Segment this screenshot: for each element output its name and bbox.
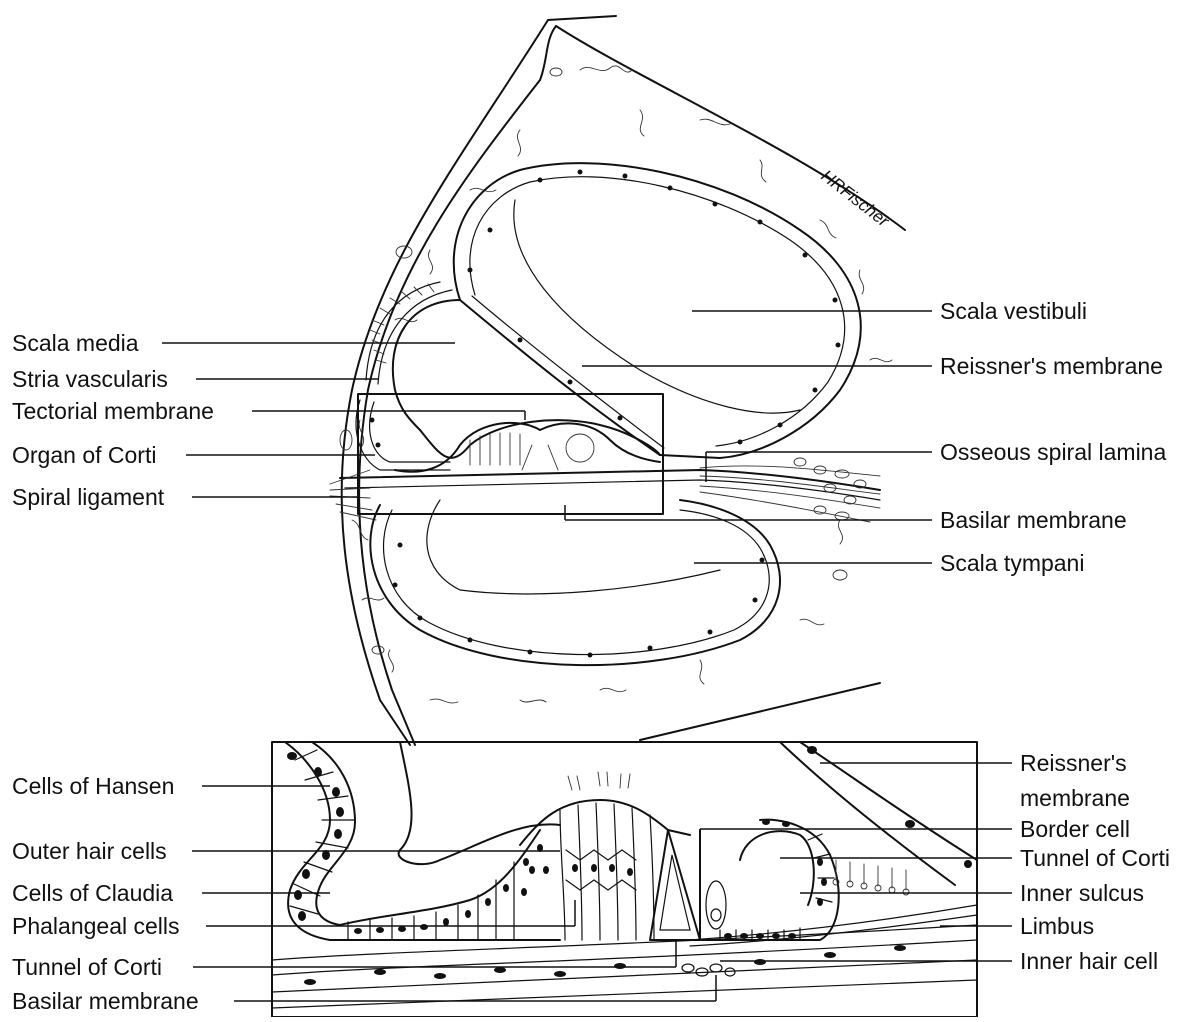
- label-stria-vascularis: Stria vascularis: [12, 366, 168, 392]
- label-phalangeal-cells: Phalangeal cells: [12, 913, 180, 939]
- label-reissners-membrane-inset-line1: Reissner's: [1020, 750, 1127, 776]
- label-border-cell: Border cell: [1020, 816, 1130, 842]
- inset-labels-left: Cells of Hansen Outer hair cells Cells o…: [12, 773, 199, 1014]
- inset-leader-lines: [192, 763, 1012, 1001]
- claudius-cell-nuclei: [354, 858, 529, 934]
- stria-vascularis-outline: [366, 282, 452, 384]
- reissners-membrane-line-2: [472, 296, 664, 448]
- label-scala-vestibuli: Scala vestibuli: [940, 298, 1087, 324]
- label-basilar-membrane-inset: Basilar membrane: [12, 988, 199, 1014]
- modiolus-boundary-lower: [640, 683, 880, 740]
- label-tectorial-membrane: Tectorial membrane: [12, 398, 214, 424]
- bony-capsule-outer: [342, 16, 616, 745]
- cochlear-duct-overview: [330, 16, 905, 745]
- top-labels-right: Scala vestibuli Reissner's membrane Osse…: [940, 298, 1166, 576]
- organ-of-corti-inset: [272, 742, 977, 1017]
- basilar-membrane-band: [340, 470, 880, 490]
- label-organ-of-corti: Organ of Corti: [12, 442, 156, 468]
- label-inner-hair-cell: Inner hair cell: [1020, 948, 1158, 974]
- organ-of-corti-dome: [520, 800, 690, 845]
- scala-tympani-wall: [370, 500, 780, 665]
- limbus-cells: [720, 834, 834, 940]
- label-tunnel-of-corti-left: Tunnel of Corti: [12, 954, 162, 980]
- hansen-cell-dividers: [290, 750, 354, 914]
- bone-texture: [340, 66, 892, 703]
- label-outer-hair-cells: Outer hair cells: [12, 838, 167, 864]
- label-cells-of-hansen: Cells of Hansen: [12, 773, 174, 799]
- bony-capsule-inner: [359, 26, 556, 745]
- label-basilar-membrane: Basilar membrane: [940, 507, 1127, 533]
- basilar-membrane-fibres-inset: [272, 905, 977, 1008]
- label-scala-media: Scala media: [12, 330, 139, 356]
- scala-vestibuli-inner-fold: [514, 200, 800, 413]
- inner-sulcus-cells: [833, 860, 909, 895]
- inner-sulcus-curve: [740, 831, 814, 905]
- inset-labels-right: Reissner's membrane Border cell Tunnel o…: [1020, 750, 1170, 974]
- claudius-cells-top: [340, 830, 540, 925]
- basilar-membrane-nuclei-inset: [304, 945, 906, 985]
- artist-signature: HRFischer: [818, 166, 894, 231]
- inner-hair-cell-shape: [706, 881, 726, 929]
- stria-vascularis-striations: [370, 284, 434, 363]
- label-limbus: Limbus: [1020, 913, 1094, 939]
- basilar-membrane-band-2: [345, 480, 880, 500]
- label-tunnel-of-corti-right: Tunnel of Corti: [1020, 845, 1170, 871]
- label-cells-of-claudia: Cells of Claudia: [12, 880, 173, 906]
- label-spiral-ligament: Spiral ligament: [12, 484, 165, 510]
- label-scala-tympani: Scala tympani: [940, 550, 1084, 576]
- tectorial-membrane-inset: [399, 742, 560, 864]
- label-osseous-spiral-lamina: Osseous spiral lamina: [940, 439, 1166, 465]
- reissners-membrane-inset-line-2: [800, 742, 977, 860]
- label-inner-sulcus: Inner sulcus: [1020, 880, 1144, 906]
- hansen-cells-outer: [285, 742, 330, 940]
- label-reissners-membrane: Reissner's membrane: [940, 353, 1163, 379]
- stereocilia: [568, 772, 630, 790]
- top-labels-left: Scala media Stria vascularis Tectorial m…: [12, 330, 214, 510]
- basilar-membrane-vessels-inset: [682, 964, 735, 976]
- border-cell-region: [700, 820, 839, 940]
- organ-of-corti-cells-top: [470, 433, 594, 470]
- label-reissners-membrane-inset-line2: membrane: [1020, 785, 1130, 811]
- top-leader-lines: [162, 311, 932, 563]
- border-cell-nuclei: [724, 819, 827, 939]
- tunnel-of-corti-inset: [650, 830, 700, 940]
